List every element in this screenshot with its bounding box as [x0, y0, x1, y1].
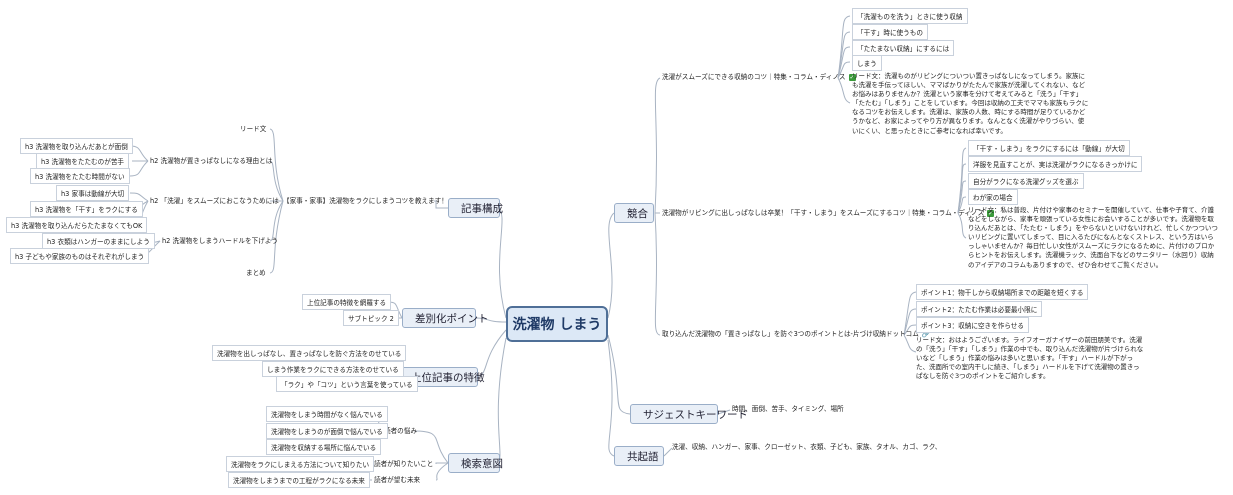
joui-item[interactable]: 「ラク」や「コツ」という言葉を使っている: [276, 376, 418, 392]
root-node[interactable]: 洗濯物 しまう: [506, 306, 608, 342]
competitor-1-title[interactable]: 洗濯がスムーズにできる収納のコツ｜特集・コラム・ディノス✓: [662, 73, 856, 81]
branch-kyougou[interactable]: 競合: [614, 203, 654, 223]
h3-node[interactable]: h3 衣類はハンガーのままにしよう: [42, 233, 155, 249]
nayami-item[interactable]: 洗濯物をしまうのが面倒で悩んでいる: [266, 423, 388, 439]
matome-node[interactable]: まとめ: [246, 269, 266, 277]
branch-kyoukigo[interactable]: 共起語: [614, 446, 664, 466]
competitor-2-title[interactable]: 洗濯物がリビングに出しっぱなしは卒業！「干す・しまう」をスムーズにするコツ｜特集…: [662, 209, 995, 217]
link-icon[interactable]: 🔗: [921, 330, 931, 338]
competitor-1-item[interactable]: しまう: [852, 55, 882, 71]
check-icon: ✓: [987, 210, 995, 217]
h3-node[interactable]: h3 洗濯物を「干す」をラクにする: [30, 201, 143, 217]
h2-node-2[interactable]: h2 「洗濯」をスムーズにおこなうためには: [150, 197, 279, 205]
competitor-3-item[interactable]: ポイント3：収納に空きを作らせる: [916, 317, 1029, 333]
h3-node[interactable]: h3 洗濯物を取り込んだあとが面倒: [20, 138, 133, 154]
mirai-item[interactable]: 洗濯物をしまうまでの工程がラクになる未来: [228, 472, 370, 488]
branch-kiji-kousei[interactable]: 記事構成: [448, 198, 503, 218]
competitor-2-item[interactable]: 洋服を見直すことが、実は洗濯がラクになるきっかけに: [968, 156, 1143, 172]
competitor-1-item[interactable]: 「洗濯ものを洗う」ときに使う収納: [852, 8, 968, 24]
nayami-item[interactable]: 洗濯物をしまう時間がなく悩んでいる: [266, 406, 388, 422]
mirai-node[interactable]: 読者が望む未来: [374, 476, 421, 484]
suggest-keywords-text[interactable]: 時間、面倒、苦手、タイミング、場所: [732, 405, 844, 413]
joui-item[interactable]: 洗濯物を出しっぱなし、置きっぱなしを防ぐ方法をのせている: [212, 345, 407, 361]
h3-node[interactable]: h3 洗濯物をたたむ時間がない: [30, 168, 130, 184]
joui-item[interactable]: しまう作業をラクにできる方法をのせている: [262, 361, 404, 377]
h3-node[interactable]: h3 子どもや家族のものはそれぞれがしまう: [10, 248, 150, 264]
h2-node-3[interactable]: h2 洗濯物をしまうハードルを下げよう: [162, 237, 278, 245]
competitor-3-item[interactable]: ポイント2：たたむ作業は必要最小限に: [916, 301, 1043, 317]
competitor-1-lead[interactable]: リード文：洗濯ものがリビングについつい置きっぱなしになってしまう。家族にも洗濯を…: [852, 72, 1089, 135]
competitor-2-item[interactable]: わが家の場合: [968, 189, 1018, 205]
article-title[interactable]: 【家事・家事】洗濯物をラクにしまうコツを教えます！: [283, 197, 448, 205]
h2-node-1[interactable]: h2 洗濯物が置きっぱなしになる理由とは: [150, 157, 273, 165]
h3-node[interactable]: h3 洗濯物を取り込んだらたたまなくてもOK: [6, 217, 148, 233]
nayami-node[interactable]: 読者の悩み: [384, 427, 417, 435]
h3-node[interactable]: h3 家事は動線が大切: [56, 185, 130, 201]
competitor-1-item[interactable]: 「干す」時に使うもの: [852, 24, 928, 40]
competitor-3-title[interactable]: 取り込んだ洗濯物の「置きっぱなし」を防ぐ3つのポイントとは-片づけ収納ドットコム…: [662, 330, 931, 338]
shiritai-node[interactable]: 読者が知りたいこと: [374, 460, 434, 468]
branch-suggest-keyword[interactable]: サジェストキーワード: [630, 404, 748, 424]
competitor-3-item[interactable]: ポイント1：物干しから収納場所までの距離を短くする: [916, 284, 1089, 300]
sabetsu-item[interactable]: サブトピック 2: [343, 310, 399, 326]
branch-sabetsuka-point[interactable]: 差別化ポイント: [402, 308, 489, 328]
nayami-item[interactable]: 洗濯物を収納する場所に悩んでいる: [266, 439, 382, 455]
lead-text-node[interactable]: リード文: [240, 125, 267, 133]
competitor-3-lead[interactable]: リード文：おはようございます。ライフオーガナイザーの前田朋美です。洗濯の「洗う」…: [916, 336, 1144, 381]
branch-kensaku-ito[interactable]: 検索意図: [448, 453, 503, 473]
competitor-1-item[interactable]: 「たたまない収納」にするには: [852, 40, 955, 56]
shiritai-item[interactable]: 洗濯物をラクにしまえる方法について知りたい: [226, 456, 375, 472]
competitor-2-item[interactable]: 自分がラクになる洗濯グッズを選ぶ: [968, 173, 1084, 189]
branch-joui-kiji-tokuchou[interactable]: 上位記事の特徴: [398, 367, 485, 387]
sabetsu-item[interactable]: 上位記事の特徴を網羅する: [302, 294, 392, 310]
competitor-2-item[interactable]: 「干す・しまう」をラクにするには「動線」が大切: [968, 140, 1130, 156]
check-icon: ✓: [848, 74, 856, 81]
competitor-2-lead[interactable]: リード文：私は普段、片付けや家事のセミナーを開催していて、仕事や子育て、介護など…: [968, 206, 1218, 269]
kyoukigo-text[interactable]: 洗濯、収納、ハンガー、家事、クローゼット、衣類、子ども、家族、タオル、カゴ、ラク…: [672, 443, 942, 451]
h3-node[interactable]: h3 洗濯物をたたむのが苦手: [36, 153, 130, 169]
